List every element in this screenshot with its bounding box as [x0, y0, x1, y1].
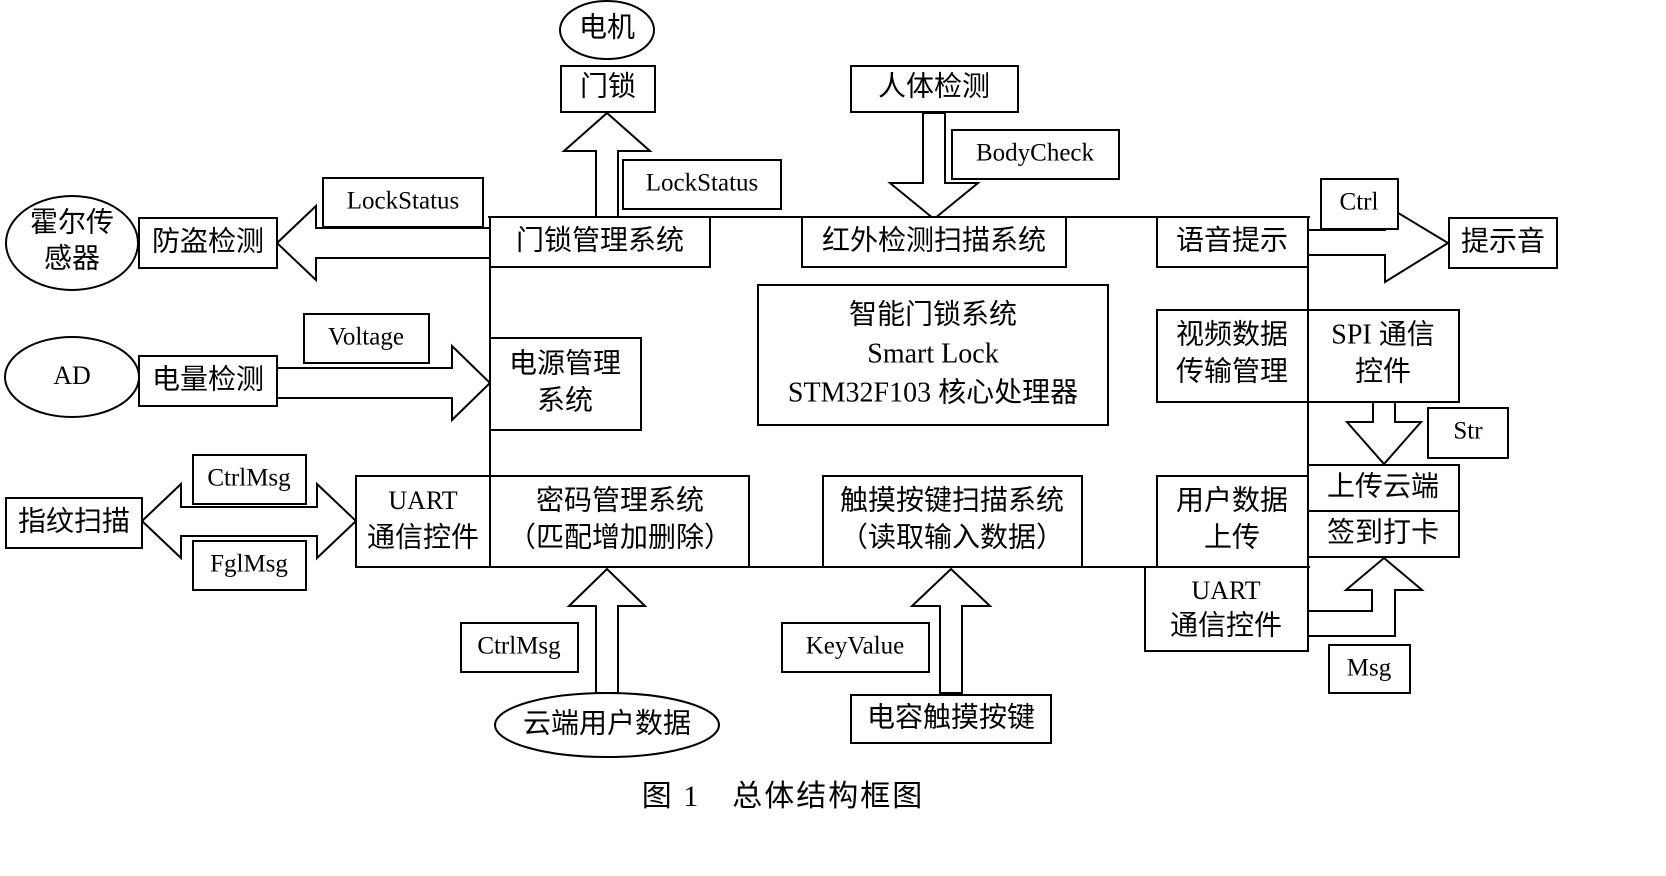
- key-value-tag: [781, 622, 930, 673]
- str-tag: [1427, 407, 1509, 459]
- motor-ellipse: [559, 0, 655, 60]
- door-lock-box: [560, 65, 656, 113]
- spi-comm-box: [1307, 309, 1460, 403]
- password-mgmt-box: [489, 475, 750, 568]
- power-mgmt-box: [489, 337, 642, 431]
- user-upload-label-1: 用户数据: [1176, 484, 1288, 516]
- spi-comm-label-2: 控件: [1355, 355, 1411, 387]
- ctrl-msg-bottom-text: CtrlMsg: [477, 633, 561, 660]
- ir-scan-label: 红外检测扫描系统: [822, 224, 1046, 256]
- msg-elbow-arrow: [1307, 556, 1425, 637]
- motor-label: 电机: [579, 11, 635, 43]
- body-check-text: BodyCheck: [976, 140, 1095, 167]
- upload-cloud-label: 上传云端: [1327, 470, 1439, 502]
- video-transfer-label-2: 传输管理: [1176, 355, 1288, 387]
- figure-caption: 图 1 总体结构框图: [642, 780, 925, 813]
- ir-scan-box: [801, 216, 1067, 268]
- touch-scan-box: [822, 475, 1083, 568]
- check-in-label: 签到打卡: [1327, 516, 1439, 548]
- lock-mgmt-label: 门锁管理系统: [516, 224, 684, 256]
- capacitive-keys-label: 电容触摸按键: [867, 701, 1035, 733]
- ctrl-msg-left-tag: [192, 454, 307, 505]
- body-detect-box: [850, 65, 1019, 113]
- lock-status-up-tag: [622, 159, 782, 210]
- lock-status-left-tag: [322, 177, 484, 228]
- user-upload-label-2: 上传: [1204, 521, 1260, 553]
- capacitive-keys-box: [850, 694, 1052, 744]
- ctrl-text: Ctrl: [1340, 189, 1379, 216]
- voice-prompt-box: [1156, 216, 1309, 268]
- ctrl-msg-left-text: CtrlMsg: [207, 465, 291, 492]
- ad-label: AD: [53, 361, 91, 390]
- hall-sensor-label-1: 霍尔传: [30, 206, 114, 238]
- key-value-text: KeyValue: [806, 633, 905, 660]
- fgl-msg-tag: [192, 540, 307, 591]
- str-down-arrow: [1344, 400, 1424, 466]
- lock-status-up-arrow: [561, 111, 653, 218]
- door-lock-label: 门锁: [580, 70, 636, 102]
- fingerprint-box: [5, 497, 143, 549]
- video-transfer-box: [1156, 309, 1309, 403]
- ctrl-msg-bottom-tag: [460, 622, 579, 673]
- password-mgmt-label-2: （匹配增加删除）: [508, 521, 732, 553]
- voltage-tag: [303, 313, 430, 364]
- lock-status-left-text: LockStatus: [347, 188, 460, 215]
- body-check-down-arrow: [887, 112, 981, 221]
- voice-prompt-label: 语音提示: [1176, 224, 1288, 256]
- ctrl-msg-up-arrow: [566, 567, 648, 694]
- user-upload-box: [1156, 475, 1309, 568]
- body-check-tag: [951, 129, 1120, 180]
- ctrl-tag: [1320, 178, 1399, 230]
- prompt-tone-box: [1448, 217, 1558, 269]
- key-value-up-arrow: [909, 567, 993, 694]
- core-line-2: Smart Lock: [867, 338, 998, 369]
- uart-right-label-1: UART: [1191, 576, 1260, 605]
- hall-sensor-label-2: 感器: [44, 242, 100, 274]
- uart-left-label-2: 通信控件: [367, 521, 479, 553]
- core-line-1: 智能门锁系统: [849, 298, 1017, 330]
- lock-status-left-arrow: [275, 203, 491, 283]
- msg-tag: [1328, 644, 1411, 694]
- touch-scan-label-1: 触摸按键扫描系统: [840, 484, 1064, 516]
- lock-status-up-text: LockStatus: [646, 170, 759, 197]
- body-detect-label: 人体检测: [878, 70, 990, 102]
- cloud-user-data-label: 云端用户数据: [523, 707, 691, 739]
- fgl-msg-text: FglMsg: [210, 551, 288, 578]
- touch-scan-label-2: （读取输入数据）: [840, 521, 1064, 553]
- str-text: Str: [1453, 418, 1483, 445]
- battery-detect-label: 电量检测: [152, 363, 264, 395]
- fingerprint-label: 指纹扫描: [18, 505, 130, 537]
- anti-theft-box: [138, 217, 278, 269]
- password-mgmt-label-1: 密码管理系统: [536, 484, 704, 516]
- voltage-right-arrow: [276, 343, 492, 423]
- msg-text: Msg: [1347, 655, 1392, 682]
- uart-right-label-2: 通信控件: [1170, 609, 1282, 641]
- core-line-3: STM32F103 核心处理器: [788, 376, 1078, 408]
- power-mgmt-label-1: 电源管理: [509, 347, 621, 379]
- prompt-tone-label: 提示音: [1461, 225, 1545, 257]
- battery-detect-box: [138, 355, 278, 407]
- uart-left-box: [355, 475, 491, 568]
- voltage-text: Voltage: [328, 324, 404, 351]
- power-mgmt-label-2: 系统: [537, 384, 593, 416]
- video-transfer-label-1: 视频数据: [1176, 318, 1288, 350]
- lock-mgmt-box: [489, 216, 711, 268]
- uart-right-box: [1144, 566, 1309, 652]
- check-in-box: [1307, 510, 1460, 558]
- anti-theft-label: 防盗检测: [152, 225, 264, 257]
- uart-left-label-1: UART: [388, 486, 457, 515]
- spi-comm-label-1: SPI 通信: [1331, 318, 1434, 350]
- upload-cloud-box: [1307, 464, 1460, 512]
- core-box: [757, 284, 1109, 426]
